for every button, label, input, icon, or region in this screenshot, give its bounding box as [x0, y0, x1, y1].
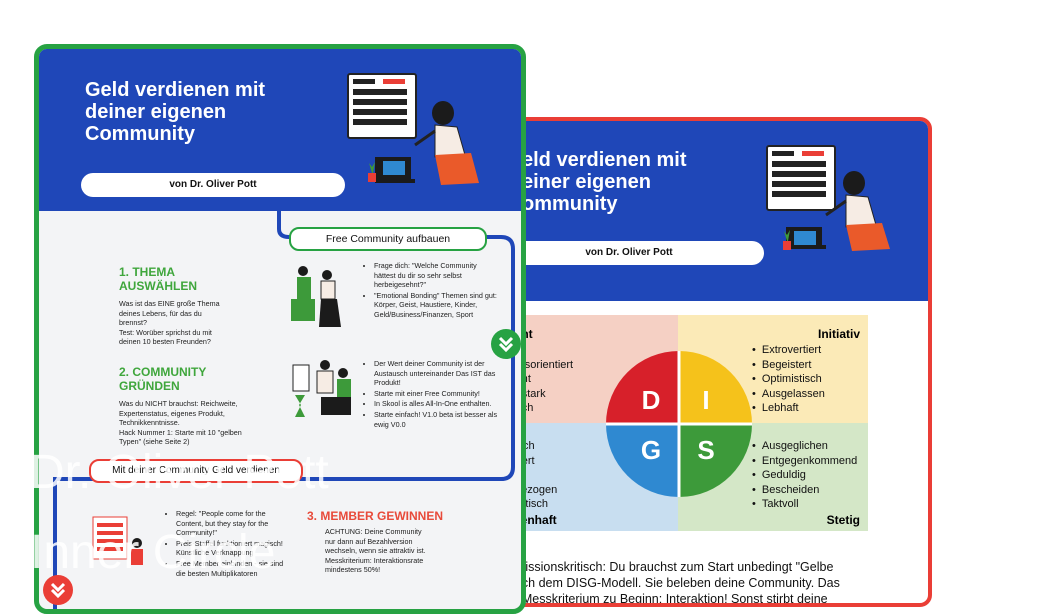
- text-line: , missionskritisch: Du brauchst zum Star…: [508, 560, 834, 574]
- text-line: Test: Worüber sprichst du mit: [119, 327, 212, 337]
- tab-free-community: Free Community aufbauen: [289, 227, 487, 251]
- text-line: Was ist das EINE große Thema: [119, 299, 220, 308]
- section-2-text: Was du NICHT brauchst: Reichweite, Exper…: [119, 399, 279, 447]
- plant-icon: [365, 161, 379, 188]
- bullet: In Skool is alles All-In-One enthalten.: [374, 399, 500, 409]
- bullet: Preis-Staffel funktioniert magisch! Küns…: [176, 539, 288, 558]
- section-1-title: 1. THEMA AUSWÄHLEN: [119, 265, 197, 293]
- watermark-line-2: Inner Circle: [30, 526, 276, 579]
- letter-d: D: [642, 385, 661, 415]
- leaderboard-illustration: [347, 73, 417, 139]
- disg-circle: D I G S: [606, 351, 752, 497]
- back-card-bottom-text: , missionskritisch: Du brauchst zum Star…: [508, 559, 840, 606]
- title-line: eld verdienen mit: [522, 149, 687, 171]
- text-line: mindestens 50%!: [325, 565, 381, 575]
- trait: Begeistert: [752, 358, 825, 373]
- disg-model: inant kt ebnisorientiert timmt ensstark …: [504, 315, 868, 533]
- quadrant-title: Stetig: [826, 513, 860, 527]
- trait: Lebhaft: [752, 401, 825, 416]
- text-line: ACHTUNG: Deine Community: [325, 527, 422, 536]
- woman-illustration: [784, 169, 906, 258]
- letter-s: S: [697, 435, 714, 465]
- dancers-illustration: [289, 263, 345, 338]
- text-line: Expertenstatus, eigenes Produkt,: [119, 408, 225, 418]
- text-line: nach dem DISG-Modell. Sie beleben deine …: [508, 576, 840, 590]
- plant-icon: [780, 229, 794, 256]
- bullet: Free Member einbinden - sie sind die bes…: [176, 559, 288, 578]
- text-line: Hack Nummer 1: Starte mit 10 "gelben: [119, 427, 242, 437]
- section-1-bullets: Frage dich: "Welche Community hättest du…: [365, 261, 500, 321]
- trait: Ausgeglichen: [752, 439, 857, 454]
- quadrant-title: Initiativ: [817, 327, 860, 341]
- text-line: Was du NICHT brauchst: Reichweite,: [119, 399, 238, 408]
- text-line: brennst?: [119, 318, 147, 328]
- section-3-bullets: Regel: "People come for the Content, but…: [167, 509, 288, 579]
- text-line: deines Lebens, für das du: [119, 308, 202, 318]
- front-card-title: Geld verdienen mit deiner eigenen Commun…: [85, 79, 265, 145]
- section-3-text: ACHTUNG: Deine Community nur dann auf Be…: [325, 527, 485, 575]
- text-line: Messkriterium: Interaktionsrate: [325, 555, 424, 565]
- title-line: AUSWÄHLEN: [119, 279, 197, 293]
- author-pill: von Dr. Oliver Pott: [81, 173, 345, 197]
- back-card[interactable]: eld verdienen mit einer eigenen ommunity…: [500, 117, 932, 607]
- trait: Entgegenkommend: [752, 454, 857, 469]
- letter-i: I: [702, 385, 709, 415]
- title-line: 2. COMMUNITY: [119, 365, 207, 379]
- text-line: wechseln, wenn sie attraktiv ist.: [325, 546, 426, 556]
- text-line: nur dann auf Bezahlversion: [325, 536, 413, 546]
- text-line: Technikkenntnisse.: [119, 418, 180, 428]
- author-pill: von Dr. Oliver Pott: [504, 241, 764, 265]
- section-2-title: 2. COMMUNITY GRÜNDEN: [119, 365, 206, 393]
- text-line: Typen" (siehe Seite 2): [119, 437, 190, 447]
- trait: Ausgelassen: [752, 387, 825, 402]
- quadrant-items: Extrovertiert Begeistert Optimistisch Au…: [752, 343, 825, 416]
- woman-illustration: [373, 99, 495, 194]
- letter-g: G: [641, 435, 661, 465]
- chevron-double-down-icon[interactable]: [491, 329, 521, 359]
- trait: Taktvoll: [752, 497, 857, 512]
- trait: Optimistisch: [752, 372, 825, 387]
- bullet: "Emotional Bonding" Themen sind gut: Kör…: [374, 291, 500, 320]
- bullet: Starte einfach! V1.0 beta ist besser als…: [374, 410, 500, 429]
- tab-money: Mit deiner Community Geld verdienen: [89, 459, 303, 483]
- meeting-illustration: [291, 355, 357, 424]
- section-1-text: Was ist das EINE große Thema deines Lebe…: [119, 299, 249, 347]
- chevron-double-down-icon[interactable]: [43, 575, 73, 605]
- back-card-title: eld verdienen mit einer eigenen ommunity: [522, 149, 687, 215]
- section-2-bullets: Der Wert deiner Community ist der Austau…: [365, 359, 500, 430]
- section-3-title: 3. MEMBER GEWINNEN: [307, 509, 444, 523]
- bullet: Der Wert deiner Community ist der Austau…: [374, 359, 500, 388]
- title-line: 1. THEMA: [119, 265, 176, 279]
- title-line: GRÜNDEN: [119, 379, 180, 393]
- title-line: einer eigenen: [522, 171, 651, 193]
- watermark-line-1: Dr. Oliver Pott: [30, 446, 329, 499]
- leaderboard-illustration: [766, 145, 836, 211]
- title-line: Community: [85, 123, 195, 145]
- bullet: Starte mit einer Free Community!: [374, 389, 500, 399]
- bullet: Frage dich: "Welche Community hättest du…: [374, 261, 500, 290]
- price-illustration: [89, 515, 149, 572]
- title-line: deiner eigenen: [85, 101, 227, 123]
- text-line: deinen 10 besten Freunden?: [119, 337, 211, 347]
- text-line: te Messkriterium zu Beginn: Interaktion!…: [508, 592, 828, 606]
- bullet: Regel: "People come for the Content, but…: [176, 509, 288, 538]
- quadrant-items: Ausgeglichen Entgegenkommend Geduldig Be…: [752, 439, 857, 512]
- trait: Geduldig: [752, 468, 857, 483]
- front-card[interactable]: Geld verdienen mit deiner eigenen Commun…: [34, 44, 526, 614]
- trait: Bescheiden: [752, 483, 857, 498]
- title-line: Geld verdienen mit: [85, 79, 266, 101]
- process-path: [53, 211, 515, 609]
- trait: Extrovertiert: [752, 343, 825, 358]
- title-line: ommunity: [522, 193, 618, 215]
